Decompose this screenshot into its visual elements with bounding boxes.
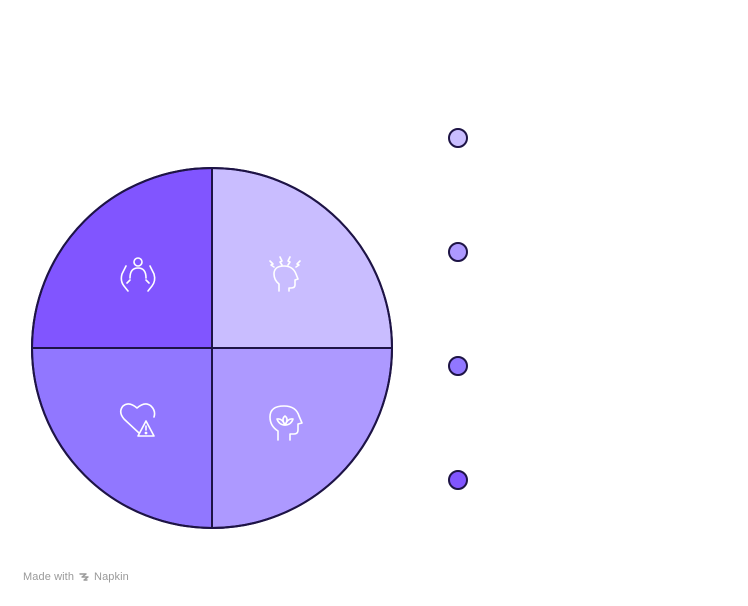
headache-head-icon (269, 256, 301, 292)
caregiver-hands-icon (120, 257, 156, 292)
legend-marker-3 (448, 356, 468, 376)
legend-marker-1 (448, 128, 468, 148)
quadrant-top-right (211, 166, 394, 349)
mind-lotus-head-icon (269, 405, 303, 441)
napkin-logo-icon (79, 573, 89, 581)
made-with-label: Made with (23, 571, 75, 583)
legend-marker-2 (448, 242, 468, 262)
legend-marker-4 (448, 470, 468, 490)
quadrant-bottom-right (211, 347, 394, 530)
made-with-napkin-watermark[interactable]: Made with Napkin (23, 571, 129, 583)
circle-outline (31, 167, 393, 529)
napkin-brand-label: Napkin (94, 571, 129, 583)
quadrant-top-left (30, 166, 213, 349)
heart-warning-icon (119, 403, 156, 437)
quadrant-bottom-left (30, 347, 213, 530)
